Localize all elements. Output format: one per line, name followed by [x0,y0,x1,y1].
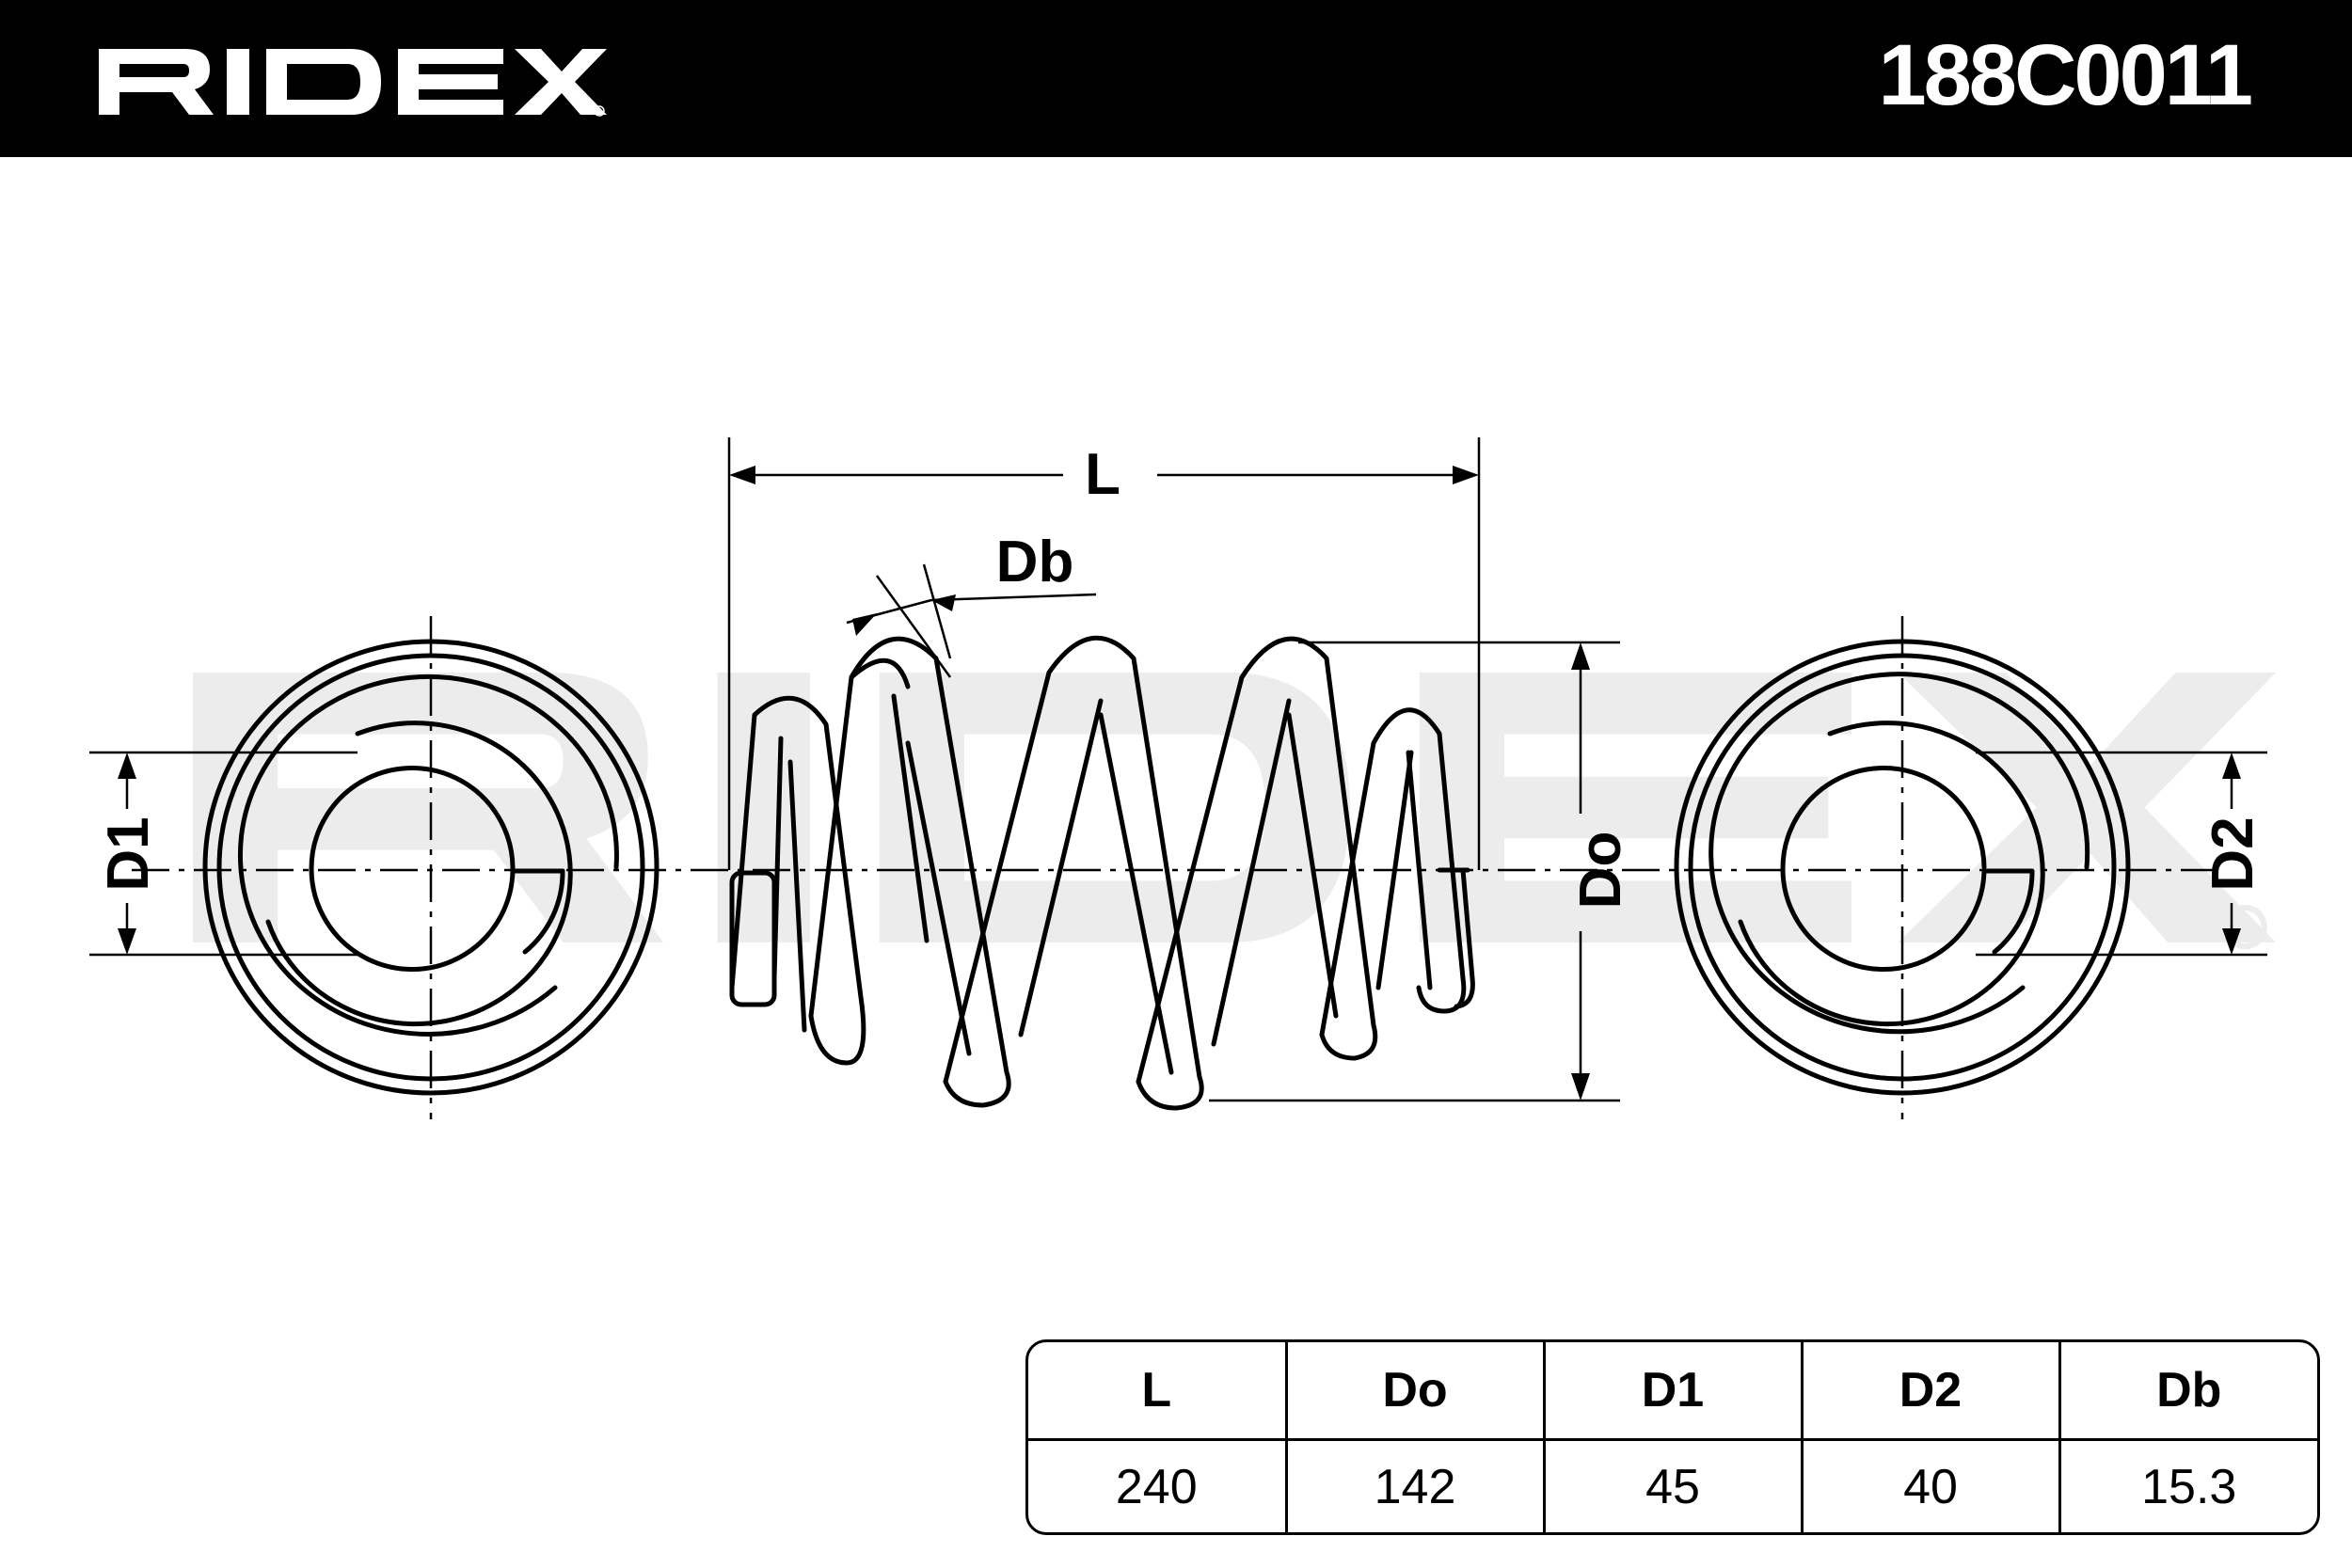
spec-value-cell: 45 [1542,1438,1804,1532]
ridex-logo [99,49,607,117]
label-end-diameter-1: D1 [96,816,161,891]
spec-value-row: 240 142 45 40 15.3 [1028,1438,2317,1532]
spec-value-cell: 15.3 [2058,1438,2317,1532]
spring-side-view [729,635,1475,1111]
spec-header-cell: Do [1284,1342,1546,1441]
spec-header-cell: D2 [1800,1342,2061,1441]
spec-value-cell: 40 [1800,1438,2061,1532]
spec-header-cell: D1 [1542,1342,1804,1441]
spec-table: L Do D1 D2 Db 240 142 45 40 15.3 [1025,1339,2320,1535]
spec-header-row: L Do D1 D2 Db [1028,1342,2317,1441]
label-wire-diameter: Db [996,530,1074,594]
spec-value-cell: 142 [1284,1438,1546,1532]
spec-header-cell: L [1028,1342,1288,1441]
header-bar: 188C0011 [0,0,2352,157]
label-end-diameter-2: D2 [2201,816,2265,891]
part-number: 188C0011 [1878,27,2253,123]
label-outer-diameter: Do [1568,832,1633,910]
spec-value-cell: 240 [1028,1438,1288,1532]
label-length: L [1085,442,1120,507]
spec-header-cell: Db [2058,1342,2317,1441]
